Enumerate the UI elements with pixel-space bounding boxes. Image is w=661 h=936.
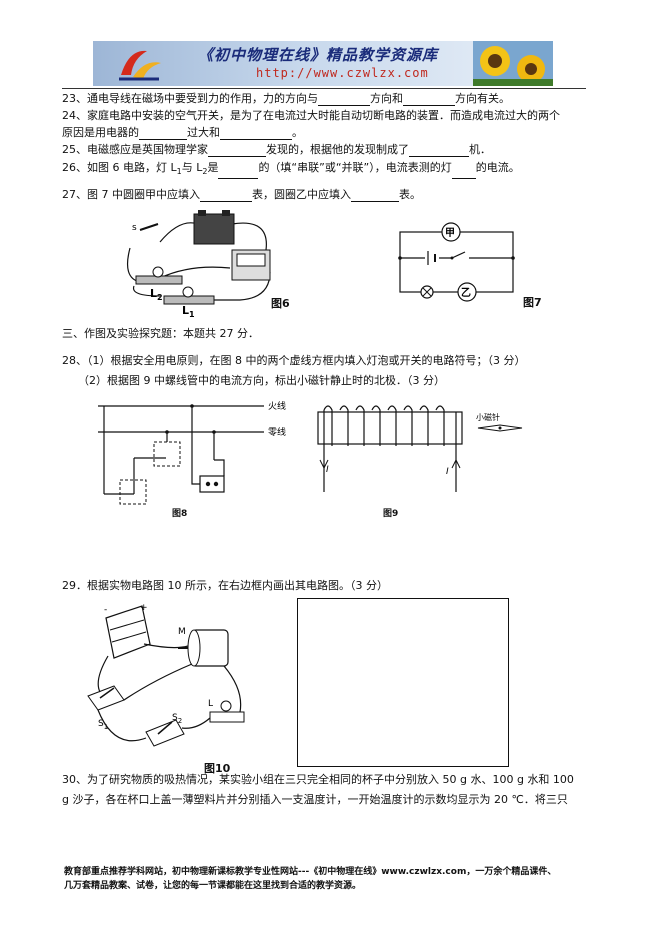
question-28-line2: （2）根据图 9 中螺线管中的电流方向，标出小磁针静止时的北极．（3 分）	[78, 374, 445, 387]
fig10-battery-minus: -	[104, 605, 107, 615]
question-29: 29．根据实物电路图 10 所示，在右边框内画出其电路图。（3 分）	[62, 579, 388, 592]
figure-7-caption: 图7	[523, 296, 542, 309]
answer-blank[interactable]	[218, 167, 259, 180]
answer-blank[interactable]	[220, 128, 292, 140]
figure-9-caption: 图9	[383, 509, 399, 519]
fig9-current-left: I	[326, 465, 329, 475]
site-title: 《初中物理在线》精品教学资源库	[198, 46, 439, 64]
answer-blank[interactable]	[403, 94, 455, 106]
fig10-switch-s2: S2	[172, 713, 182, 725]
answer-blank[interactable]	[409, 145, 469, 157]
question-28-line1: 28、（1）根据安全用电原则，在图 8 中的两个虚线方框内填入灯泡或开关的电路符…	[62, 354, 526, 367]
question-26: 26、如图 6 电路，灯 L1与 L2是的（填“串联”或“并联”），电流表测的灯…	[62, 161, 520, 180]
fig6-switch-label: s	[132, 223, 137, 233]
answer-blank[interactable]	[139, 128, 187, 140]
footer-line-2: 几万套精品教案、试卷，让您的每一节课都能在这里找到合适的教学资源。	[64, 881, 362, 891]
sunflower-image	[473, 41, 553, 86]
figure-10-circuit: - + M S1 S2 L	[87, 603, 245, 747]
header-rule	[62, 88, 586, 89]
question-25: 25、电磁感应是英国物理学家发现的，根据他的发现制成了机．	[62, 143, 491, 157]
answer-blank[interactable]	[351, 190, 399, 202]
fig8-neutral-wire-label: 零线	[268, 426, 286, 438]
fig6-label-l2: L2	[150, 287, 163, 302]
question-24-line1: 24、家庭电路中安装的空气开关，是为了在电流过大时能自动切断电路的装置．而造成电…	[62, 109, 560, 122]
figure-7-circuit: 甲 乙	[398, 222, 515, 302]
fig6-label-l1: L1	[182, 304, 195, 319]
q29-answer-box[interactable]	[297, 598, 509, 767]
question-30-line2: g 沙子，各在杯口上盖一薄塑料片并分别插入一支温度计，一开始温度计的示数均显示为…	[62, 793, 568, 806]
section-3-heading: 三、作图及实验探究题：本题共 27 分．	[62, 327, 259, 340]
figure-9-solenoid: I I 小磁针	[317, 405, 523, 492]
answer-blank[interactable]	[208, 145, 266, 157]
figure-8-wiring: 火线 零线	[98, 400, 286, 505]
question-30-line1: 30、为了研究物质的吸热情况，某实验小组在三只完全相同的杯子中分别放入 50 g…	[62, 773, 574, 786]
fig7-meter-jia: 甲	[445, 227, 455, 239]
question-24-line2: 原因是用电器的过大和。	[62, 126, 303, 140]
fig9-current-right: I	[446, 467, 449, 477]
answer-blank[interactable]	[200, 190, 252, 202]
fig10-switch-s1: S1	[98, 719, 108, 731]
question-27: 27、图 7 中圆圈甲中应填入表，圆圈乙中应填入表。	[62, 188, 421, 202]
fig8-live-wire-label: 火线	[268, 400, 286, 412]
site-logo	[119, 50, 161, 81]
figure-6-circuit: s L2 L1	[127, 210, 271, 319]
header-banner: 《初中物理在线》精品教学资源库 http://www.czwlzx.com	[93, 41, 553, 86]
figure-6-caption: 图6	[271, 297, 290, 310]
fig10-lamp-label: L	[208, 699, 213, 709]
fig10-motor-label: M	[178, 627, 186, 637]
figure-8-caption: 图8	[172, 509, 188, 519]
answer-blank[interactable]	[451, 167, 476, 180]
question-23: 23、通电导线在磁场中要受到力的作用，力的方向与方向和方向有关。	[62, 92, 510, 106]
answer-blank[interactable]	[318, 94, 370, 106]
figure-10-caption: 图10	[204, 762, 231, 775]
footer-line-1: 教育部重点推荐学科网站，初中物理新课标教学专业性网站---《初中物理在线》www…	[64, 867, 557, 877]
fig7-meter-yi: 乙	[461, 287, 471, 299]
fig10-battery-plus: +	[140, 603, 148, 613]
site-url: http://www.czwlzx.com	[256, 66, 429, 80]
fig9-needle-label: 小磁针	[476, 412, 500, 422]
